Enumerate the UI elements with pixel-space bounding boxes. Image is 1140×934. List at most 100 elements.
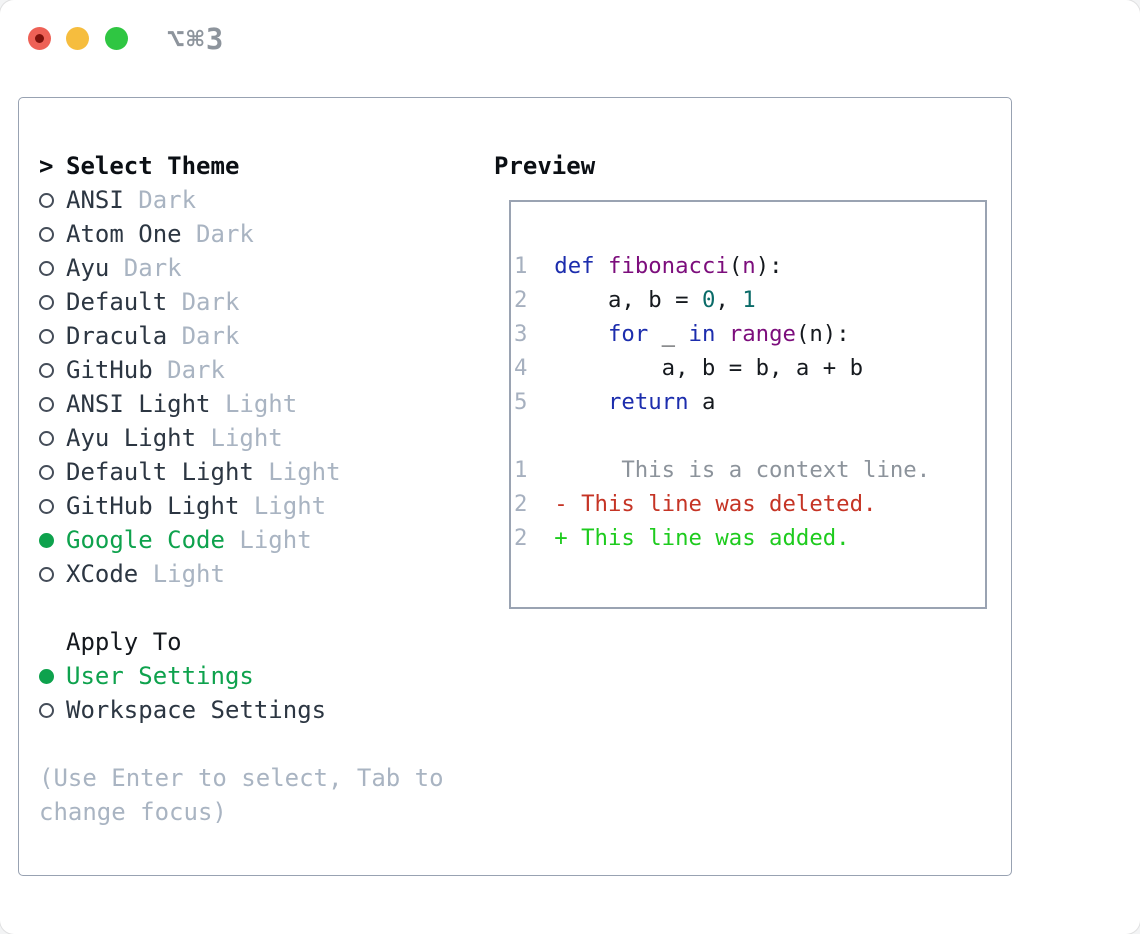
apply-to-option[interactable]: User Settings [39, 659, 444, 693]
code-line: 4 a, b = b, a + b [514, 351, 985, 385]
code-token: return [607, 389, 689, 415]
theme-option[interactable]: Ayu Light Light [39, 421, 444, 455]
theme-variant: Dark [152, 356, 225, 384]
line-number: 2 [514, 491, 528, 517]
radio-icon [39, 192, 66, 208]
theme-variant: Dark [109, 254, 182, 282]
code-line: 2 - This line was deleted. [514, 487, 985, 521]
theme-option[interactable]: Dracula Dark [39, 319, 444, 353]
theme-option[interactable]: Google Code Light [39, 523, 444, 557]
window-shortcut-label: ⌥⌘3 [167, 22, 226, 56]
code-line: 5 return a [514, 385, 985, 419]
theme-name: Dracula [66, 322, 168, 350]
line-number: 1 [514, 253, 528, 279]
theme-list-header: Select Theme [66, 152, 240, 180]
code-token: a [688, 389, 716, 415]
radio-icon [39, 328, 66, 344]
theme-option[interactable]: ANSI Dark [39, 183, 444, 217]
radio-icon [39, 226, 66, 242]
theme-variant: Dark [181, 220, 254, 248]
code-line: 2+ This line was added. [514, 521, 985, 555]
code-token: (n): [795, 321, 850, 347]
theme-name: XCode [66, 560, 139, 588]
theme-name: GitHub [66, 356, 153, 384]
theme-option[interactable]: Default Dark [39, 285, 444, 319]
radio-icon [39, 702, 66, 718]
theme-variant: Dark [167, 288, 240, 316]
theme-name: Ayu [66, 254, 110, 282]
code-token: - This line was deleted. [554, 491, 877, 517]
code-token [554, 321, 608, 347]
apply-to-option[interactable]: Workspace Settings [39, 693, 444, 727]
theme-list-header-row: > Select Theme [39, 149, 444, 183]
code-token: 1 [742, 287, 756, 313]
line-number: 4 [514, 355, 528, 381]
theme-option[interactable]: Default Light Light [39, 455, 444, 489]
zoom-button-icon[interactable] [105, 27, 128, 50]
theme-option[interactable]: XCode Light [39, 557, 444, 591]
selection-prompt-icon: > [39, 152, 54, 180]
theme-variant: Dark [123, 186, 197, 214]
apply-to-label: User Settings [66, 662, 254, 690]
code-line: 3 for _ in range(n): [514, 317, 985, 351]
code-token: n [742, 253, 756, 279]
spacer-row [514, 419, 985, 453]
theme-variant: Light [239, 492, 327, 520]
close-button-icon[interactable] [28, 27, 51, 50]
code-token: 0 [701, 287, 716, 313]
theme-option[interactable]: Ayu Dark [39, 251, 444, 285]
radio-icon [39, 464, 66, 480]
code-line: 2 a, b = 0, 1 [514, 283, 985, 317]
radio-icon [39, 396, 66, 412]
theme-name: ANSI Light [66, 390, 211, 418]
apply-to-header: Apply To [66, 628, 182, 656]
minimize-button-icon[interactable] [66, 27, 89, 50]
theme-name: ANSI [66, 186, 124, 214]
apply-to-header-row: Apply To [39, 625, 444, 659]
theme-name: GitHub Light [66, 492, 240, 520]
theme-variant: Light [138, 560, 225, 588]
code-token: in [688, 321, 716, 347]
theme-variant: Dark [167, 322, 240, 350]
line-number: 3 [514, 321, 528, 347]
radio-icon [39, 566, 66, 582]
code-token: _ [648, 321, 689, 347]
theme-option[interactable]: GitHub Dark [39, 353, 444, 387]
code-token: range [728, 321, 796, 347]
theme-name: Ayu Light [66, 424, 197, 452]
code-token: def [554, 253, 595, 279]
radio-selected-icon [39, 532, 66, 548]
radio-icon [39, 260, 66, 276]
code-token: a, b = b, a + b [554, 355, 864, 381]
code-token: This is a context line. [554, 457, 931, 483]
code-token: ( [728, 253, 743, 279]
radio-icon [39, 362, 66, 378]
line-number: 1 [514, 457, 528, 483]
theme-variant: Light [196, 424, 283, 452]
theme-option[interactable]: ANSI Light Light [39, 387, 444, 421]
theme-option[interactable]: GitHub Light Light [39, 489, 444, 523]
code-token: fibonacci [607, 253, 729, 279]
help-text-line: change focus) [39, 798, 227, 826]
theme-variant: Light [253, 458, 341, 486]
radio-icon [39, 430, 66, 446]
spacer-row [39, 591, 444, 625]
theme-name: Atom One [66, 220, 182, 248]
spacer-row [39, 727, 444, 761]
radio-selected-icon [39, 668, 66, 684]
theme-name: Google Code [66, 526, 225, 554]
theme-name: Default [66, 288, 168, 316]
theme-variant: Light [224, 526, 312, 554]
theme-option[interactable]: Atom One Dark [39, 217, 444, 251]
line-number: 5 [514, 389, 528, 415]
theme-name: Default Light [66, 458, 254, 486]
code-token: for [607, 321, 649, 347]
help-text-line: (Use Enter to select, Tab to [39, 764, 444, 792]
code-token [554, 389, 608, 415]
